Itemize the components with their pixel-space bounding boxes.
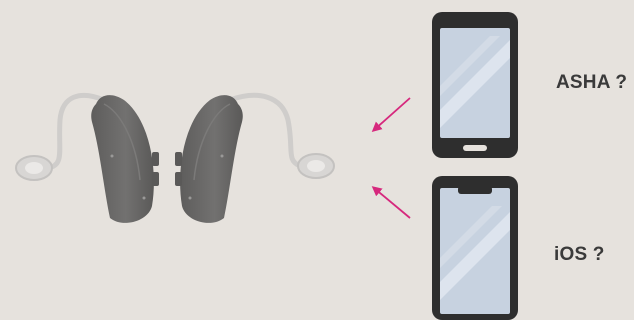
asha-label: ASHA ? (556, 72, 627, 94)
arrow-to-ios-phone (374, 188, 410, 218)
android-phone-icon (432, 12, 518, 158)
iphone-icon (432, 176, 518, 320)
ios-label: iOS ? (554, 244, 605, 266)
left-hearing-aid-icon (16, 95, 159, 223)
right-hearing-aid-icon (175, 95, 334, 223)
arrow-to-asha-phone (374, 98, 410, 130)
